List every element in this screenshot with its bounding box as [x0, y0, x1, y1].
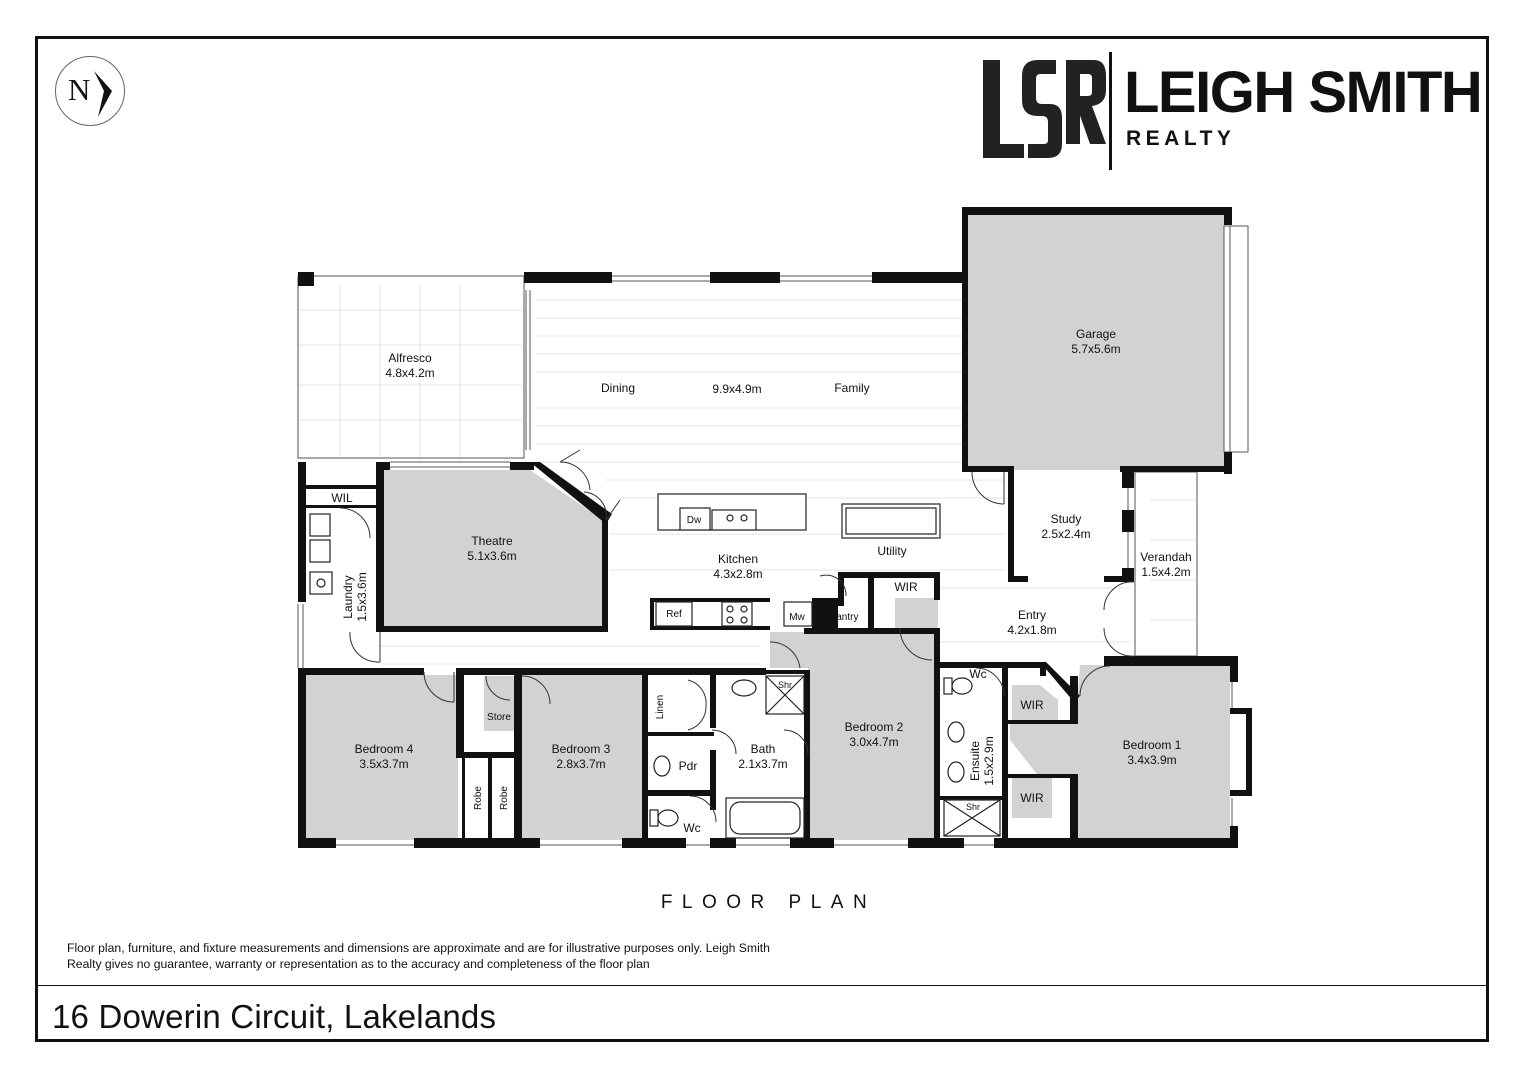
- wil-label: WIL: [331, 491, 353, 505]
- study-label: Study: [1051, 512, 1082, 526]
- room-labels: Garage 5.7x5.6m Alfresco 4.8x4.2m Dining…: [331, 327, 1191, 835]
- bedroom2-size: 3.0x4.7m: [849, 735, 898, 749]
- ref-label: Ref: [666, 609, 682, 620]
- bedroom3-size: 2.8x3.7m: [556, 757, 605, 771]
- mw-label: Mw: [789, 612, 805, 623]
- living-size: 9.9x4.9m: [712, 382, 761, 396]
- wc-ensuite-label: Wc: [969, 667, 986, 681]
- door-swings: [339, 449, 1135, 823]
- laundry-fixtures: [309, 513, 333, 595]
- ensuite-label: Ensuite: [968, 741, 982, 781]
- page-frame: [35, 36, 1489, 1042]
- entry-label: Entry: [1018, 608, 1046, 622]
- kitchen-size: 4.3x2.8m: [713, 567, 762, 581]
- laundry-size: 1.5x3.6m: [355, 572, 369, 621]
- bedroom4-size: 3.5x3.7m: [359, 757, 408, 771]
- verandah-size: 1.5x4.2m: [1141, 565, 1190, 579]
- wir-bed1-bottom-label: WIR: [1020, 791, 1044, 805]
- brand-subtitle: REALTY: [1126, 127, 1236, 150]
- dw-label: Dw: [687, 515, 702, 526]
- room-shading: [306, 212, 1230, 840]
- address-divider: [35, 985, 1489, 986]
- linen-label: Linen: [655, 695, 666, 719]
- compass-arrow-icon: [94, 71, 112, 117]
- alfresco-size: 4.8x4.2m: [385, 366, 434, 380]
- entry-size: 4.2x1.8m: [1007, 623, 1056, 637]
- wir-bed1-top-label: WIR: [1020, 698, 1044, 712]
- kitchen-label: Kitchen: [718, 552, 758, 566]
- laundry-label: Laundry: [341, 575, 355, 618]
- garage-label: Garage: [1076, 327, 1116, 341]
- store-label: Store: [487, 712, 511, 723]
- dining-label: Dining: [601, 381, 635, 395]
- garage-size: 5.7x5.6m: [1071, 342, 1120, 356]
- bath-size: 2.1x3.7m: [738, 757, 787, 771]
- ensuite-size: 1.5x2.9m: [982, 736, 996, 785]
- wir-bed2-label: WIR: [894, 580, 918, 594]
- bedroom1-label: Bedroom 1: [1123, 738, 1182, 752]
- alfresco-paving-grid: [298, 284, 1196, 621]
- floor-plan-title: FLOOR PLAN: [660, 892, 877, 913]
- family-label: Family: [834, 381, 869, 395]
- pdr-label: Pdr: [679, 759, 698, 773]
- theatre-size: 5.1x3.6m: [467, 549, 516, 563]
- bedroom2-label: Bedroom 2: [845, 720, 904, 734]
- property-address: 16 Dowerin Circuit, Lakelands: [52, 998, 497, 1035]
- robe-b-label: Robe: [499, 786, 510, 810]
- kitchen-fixtures: [655, 493, 941, 627]
- shr-bath-label: Shr: [778, 680, 792, 690]
- floorboard-lines: [380, 299, 1130, 665]
- robe-a-label: Robe: [473, 786, 484, 810]
- compass-letter: N: [68, 72, 91, 107]
- study-size: 2.5x2.4m: [1041, 527, 1090, 541]
- alfresco-label: Alfresco: [388, 351, 432, 365]
- bedroom1-size: 3.4x3.9m: [1127, 753, 1176, 767]
- theatre-label: Theatre: [471, 534, 513, 548]
- north-compass-icon: N: [55, 56, 125, 126]
- pantry-label: Pantry: [830, 612, 859, 623]
- verandah-label: Verandah: [1140, 550, 1191, 564]
- brand-name: LEIGH SMITH: [1124, 60, 1483, 125]
- shr-ensuite-label: Shr: [966, 802, 980, 812]
- bathroom-fixtures: [649, 675, 1001, 839]
- lsr-monogram-logo-icon: [983, 52, 1112, 170]
- disclaimer-text: Floor plan, furniture, and fixture measu…: [67, 941, 770, 971]
- utility-label: Utility: [877, 544, 906, 558]
- bedroom3-label: Bedroom 3: [552, 742, 611, 756]
- bath-label: Bath: [751, 742, 776, 756]
- bedroom4-label: Bedroom 4: [355, 742, 414, 756]
- wc-pdr-label: Wc: [683, 821, 700, 835]
